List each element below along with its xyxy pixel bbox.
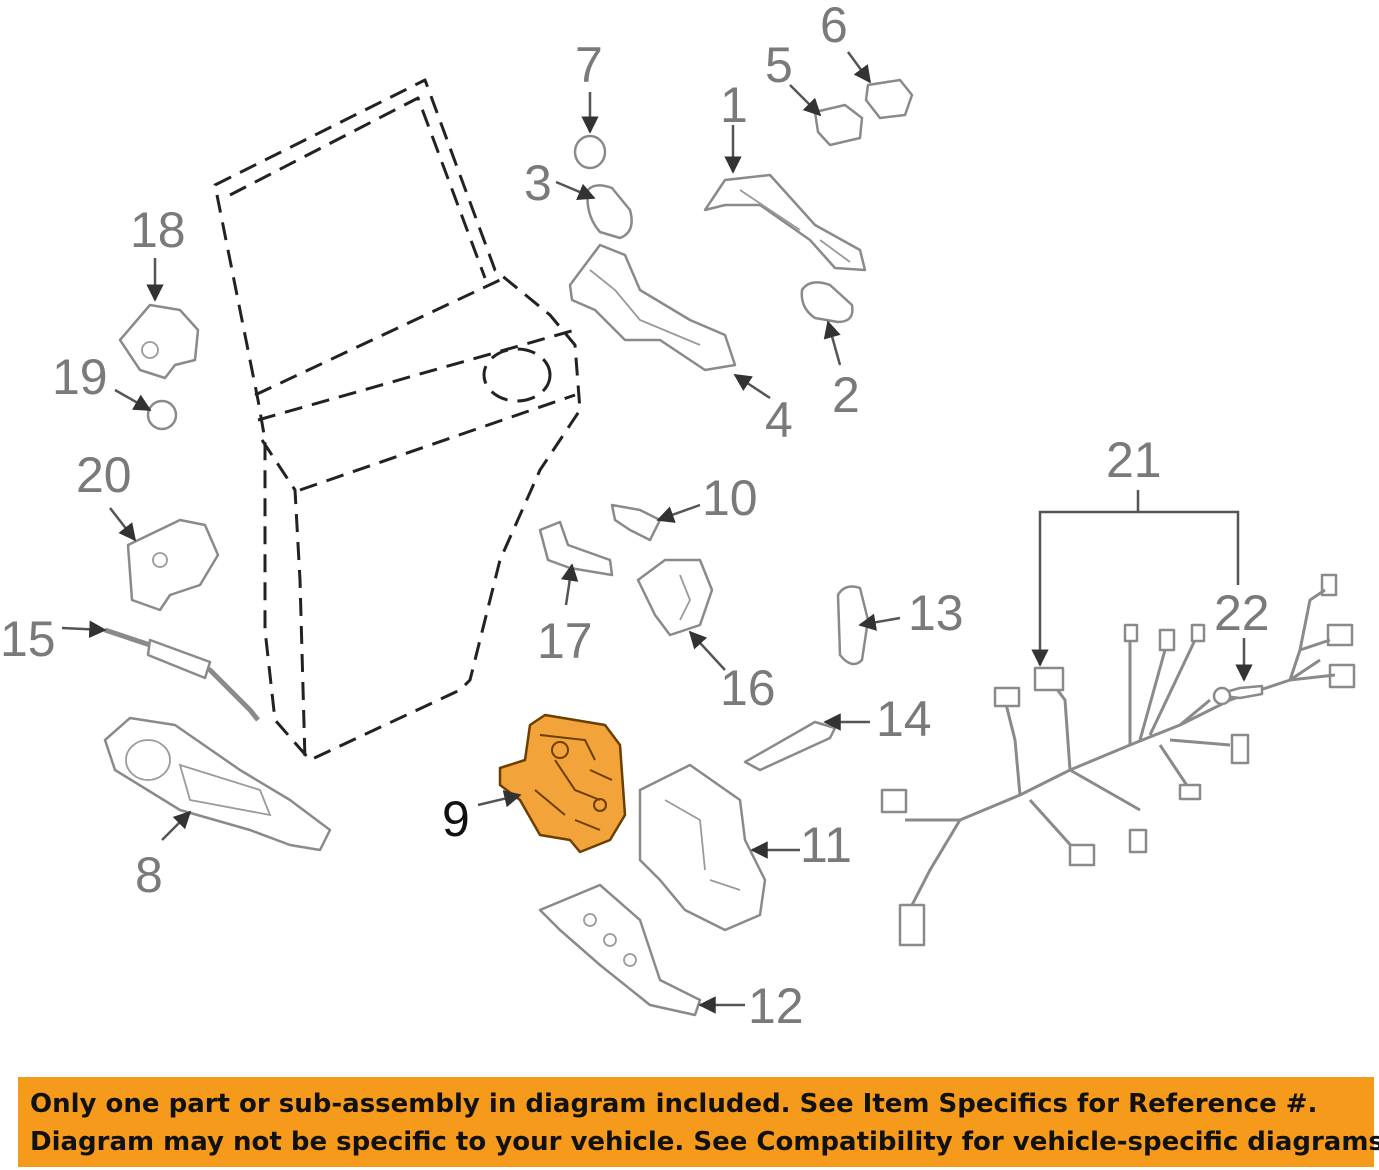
part-2-handle-bezel	[800, 281, 854, 324]
callout-17: 17	[537, 613, 593, 669]
part-15-cable	[104, 627, 260, 722]
callout-22: 22	[1214, 585, 1270, 641]
disclaimer-line-1: Only one part or sub-assembly in diagram…	[30, 1089, 1318, 1119]
disclaimer-line-2: Diagram may not be specific to your vehi…	[30, 1127, 1379, 1157]
callout-16: 16	[720, 660, 776, 716]
part-22-screw	[1212, 684, 1264, 706]
callout-12: 12	[748, 978, 804, 1034]
callout-14: 14	[876, 691, 932, 747]
callout-4: 4	[765, 392, 793, 448]
part-12-bracket	[538, 883, 702, 1017]
callout-15: 15	[0, 611, 56, 667]
door-outline	[213, 78, 582, 762]
part-6-cap	[864, 78, 914, 120]
callout-2: 2	[832, 367, 860, 423]
callout-5: 5	[765, 37, 793, 93]
part-3-gasket	[586, 184, 633, 240]
callout-7: 7	[575, 37, 603, 93]
part-5-cap	[813, 103, 864, 147]
callout-numbers: 1 2 3 4 5 6 7 8 9 10 11 12 13 14 15 16 1…	[0, 0, 1270, 1034]
disclaimer-banner: Only one part or sub-assembly in diagram…	[18, 1077, 1379, 1167]
part-14-rod	[743, 720, 837, 772]
leader-lines	[61, 51, 1253, 1014]
part-9-door-latch-highlighted	[498, 713, 627, 854]
part-8-inner-handle-housing	[103, 716, 332, 852]
callout-13: 13	[908, 585, 964, 641]
part-20-hinge	[126, 518, 220, 612]
callout-10: 10	[702, 470, 758, 526]
part-19-pin	[146, 399, 178, 431]
callout-11: 11	[800, 817, 852, 873]
part-7-plug	[573, 134, 607, 170]
part-11-latch-cover	[638, 763, 767, 932]
parts-diagram: 1 2 3 4 5 6 7 8 9 10 11 12 13 14 15 16 1…	[0, 0, 1356, 1034]
callout-18: 18	[130, 202, 186, 258]
part-16-striker	[636, 558, 714, 637]
part-1-outside-handle	[703, 173, 867, 272]
part-18-hinge	[118, 303, 200, 380]
part-17-bolt	[538, 520, 614, 577]
callout-9-highlighted: 9	[442, 791, 470, 847]
part-10-bolt	[610, 503, 662, 542]
part-4-handle-carrier	[568, 243, 737, 372]
callout-1: 1	[720, 77, 748, 133]
part-21-wiring-harness	[880, 573, 1356, 947]
callout-21: 21	[1106, 432, 1162, 488]
callout-20: 20	[76, 447, 132, 503]
callout-8: 8	[135, 847, 163, 903]
callout-6: 6	[820, 0, 848, 53]
callout-3: 3	[524, 155, 552, 211]
callout-19: 19	[52, 349, 108, 405]
part-13-pad	[836, 585, 870, 666]
